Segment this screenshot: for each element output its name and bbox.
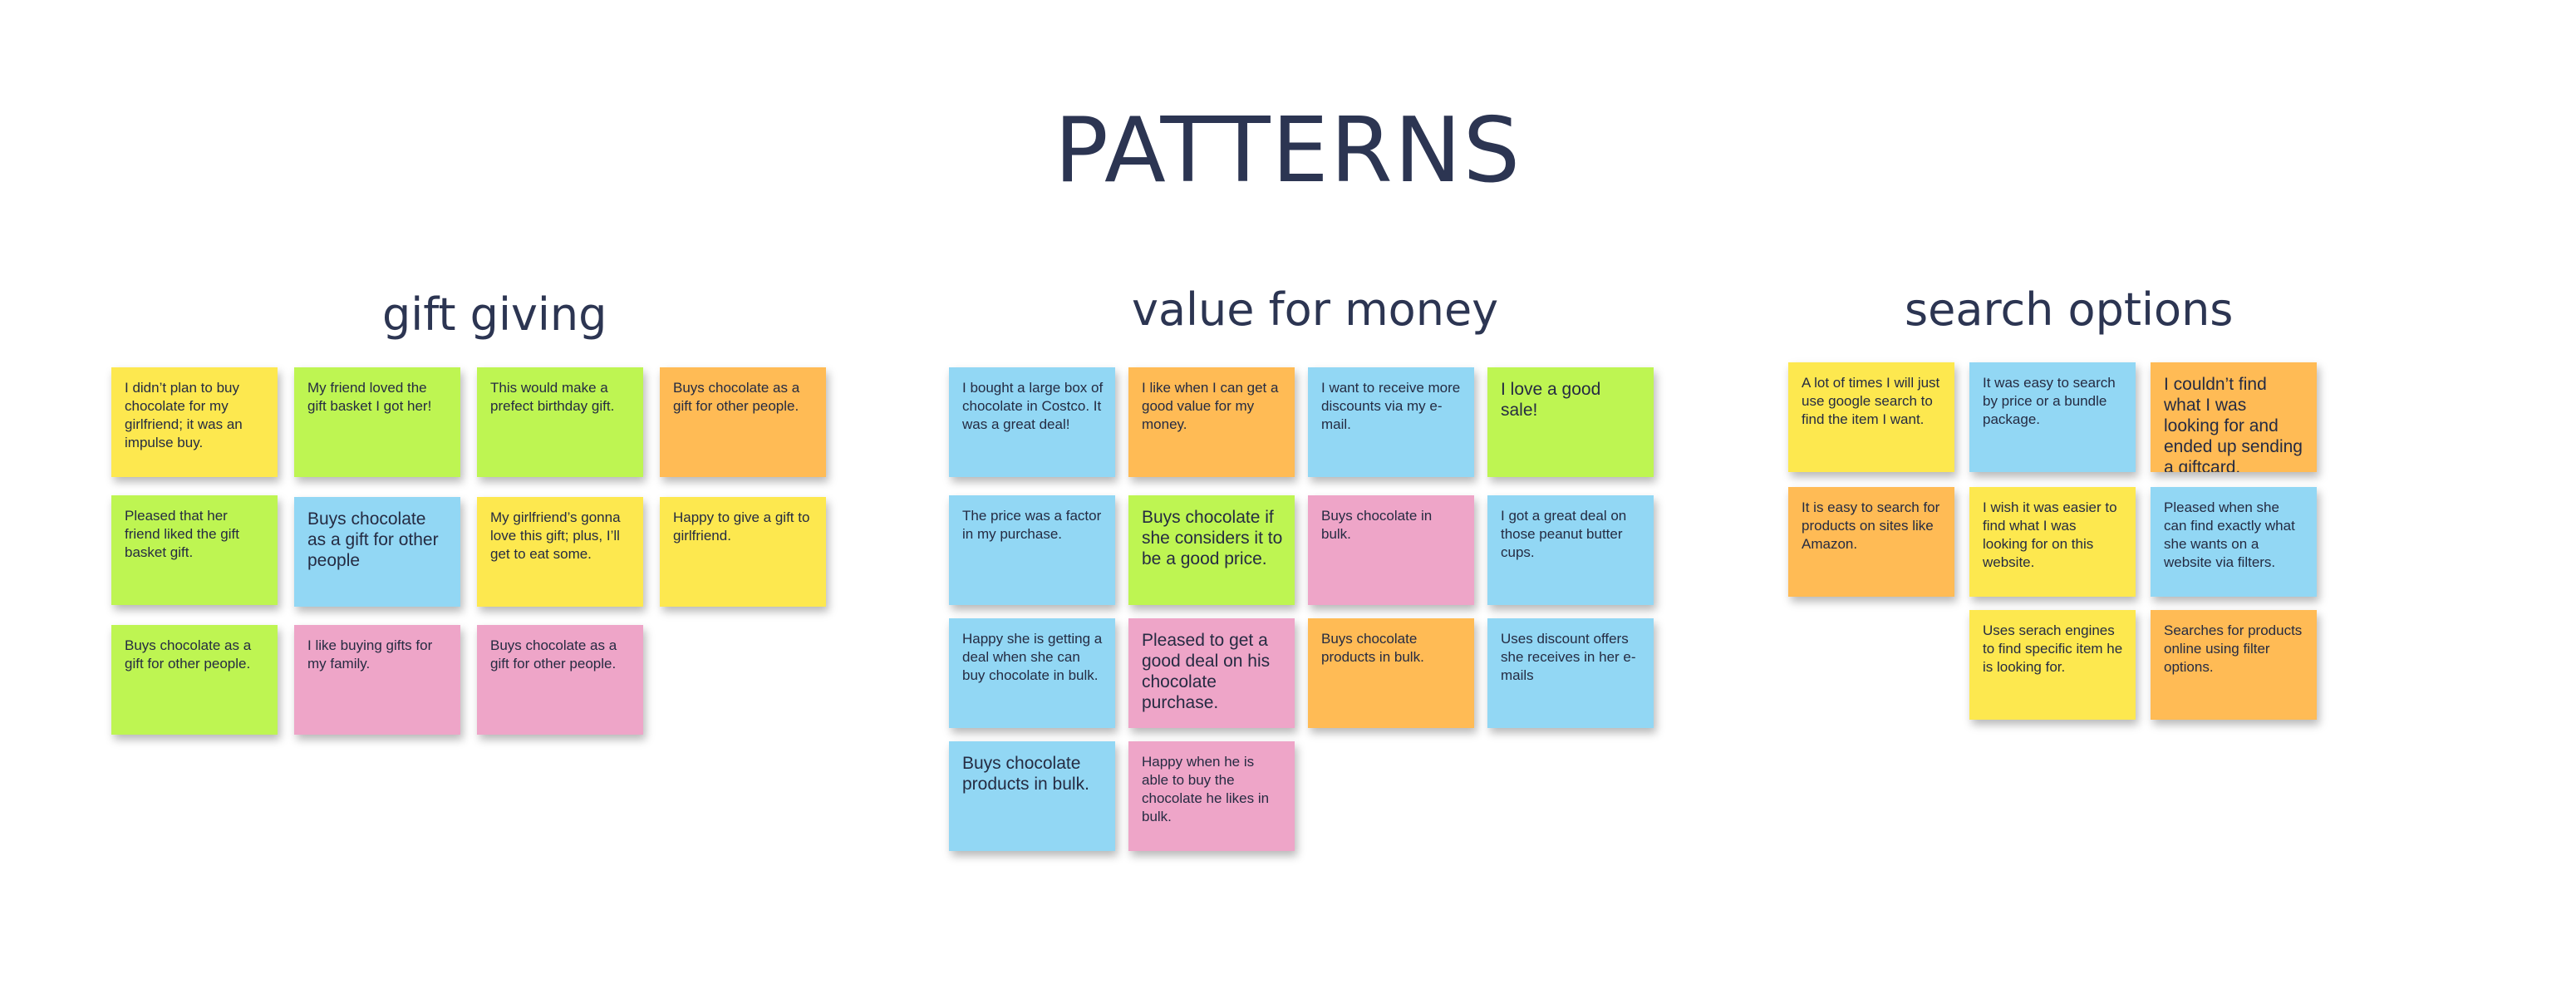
sticky-note[interactable]: I want to receive more discounts via my … (1308, 367, 1474, 477)
sticky-note[interactable]: I wish it was easier to find what I was … (1969, 487, 2136, 597)
sticky-note[interactable]: I like when I can get a good value for m… (1128, 367, 1295, 477)
sticky-note[interactable]: I bought a large box of chocolate in Cos… (949, 367, 1115, 477)
sticky-note[interactable]: I couldn’t find what I was looking for a… (2151, 362, 2317, 472)
cluster-title: search options (1905, 283, 2234, 336)
sticky-note[interactable]: Happy to give a gift to girlfriend. (660, 497, 826, 607)
sticky-note[interactable]: Uses discount offers she receives in her… (1487, 618, 1654, 728)
sticky-note[interactable]: Searches for products online using filte… (2151, 610, 2317, 720)
sticky-note[interactable]: Pleased when she can find exactly what s… (2151, 487, 2317, 597)
sticky-note[interactable]: A lot of times I will just use google se… (1788, 362, 1954, 472)
sticky-note[interactable]: My friend loved the gift basket I got he… (294, 367, 460, 477)
sticky-note[interactable]: Buys chocolate products in bulk. (949, 741, 1115, 851)
sticky-note[interactable]: Buys chocolate if she considers it to be… (1128, 495, 1295, 605)
sticky-note[interactable]: This would make a prefect birthday gift. (477, 367, 643, 477)
sticky-note[interactable]: It was easy to search by price or a bund… (1969, 362, 2136, 472)
sticky-note[interactable]: Uses serach engines to find specific ite… (1969, 610, 2136, 720)
sticky-note[interactable]: My girlfriend’s gonna love this gift; pl… (477, 497, 643, 607)
sticky-note[interactable]: Pleased to get a good deal on his chocol… (1128, 618, 1295, 728)
sticky-note[interactable]: Buys chocolate as a gift for other peopl… (294, 497, 460, 607)
sticky-note[interactable]: The price was a factor in my purchase. (949, 495, 1115, 605)
cluster-title: value for money (1132, 283, 1499, 336)
sticky-note[interactable]: Buys chocolate in bulk. (1308, 495, 1474, 605)
sticky-note[interactable]: Buys chocolate as a gift for other peopl… (477, 625, 643, 735)
cluster-title: gift giving (382, 288, 607, 341)
sticky-note[interactable]: Buys chocolate as a gift for other peopl… (660, 367, 826, 477)
sticky-note[interactable]: I love a good sale! (1487, 367, 1654, 477)
sticky-note[interactable]: Buys chocolate as a gift for other peopl… (111, 625, 278, 735)
sticky-note[interactable]: I got a great deal on those peanut butte… (1487, 495, 1654, 605)
sticky-note[interactable]: It is easy to search for products on sit… (1788, 487, 1954, 597)
sticky-note[interactable]: Buys chocolate products in bulk. (1308, 618, 1474, 728)
sticky-note[interactable]: Happy she is getting a deal when she can… (949, 618, 1115, 728)
sticky-note[interactable]: Pleased that her friend liked the gift b… (111, 495, 278, 605)
sticky-note[interactable]: I like buying gifts for my family. (294, 625, 460, 735)
board-title: PATTERNS (1054, 99, 1522, 203)
sticky-note[interactable]: Happy when he is able to buy the chocola… (1128, 741, 1295, 851)
sticky-note[interactable]: I didn’t plan to buy chocolate for my gi… (111, 367, 278, 477)
